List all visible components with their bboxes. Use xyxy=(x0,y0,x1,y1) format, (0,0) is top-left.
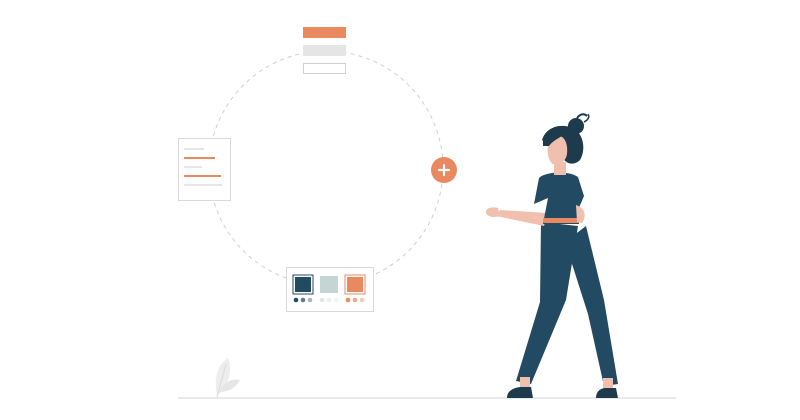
person-arm xyxy=(496,210,548,226)
dashed-orbit xyxy=(208,50,444,286)
layout-block-accent xyxy=(303,27,346,38)
layout-block-gray xyxy=(303,45,346,56)
add-button[interactable] xyxy=(431,157,457,183)
swatch-dots-navy xyxy=(293,297,313,303)
person-hair-front xyxy=(543,131,566,146)
person-ankle xyxy=(520,377,530,389)
document-icon xyxy=(178,138,231,201)
swatch-navy-outline xyxy=(292,274,314,295)
person-torso xyxy=(534,172,584,224)
person-face xyxy=(547,135,568,165)
swatch-dots-sage xyxy=(319,297,339,303)
person-neck xyxy=(554,162,566,175)
person-ankle xyxy=(603,378,613,390)
document-card xyxy=(178,138,231,201)
swatch-dots-accent xyxy=(345,297,365,303)
plus-icon xyxy=(437,163,451,177)
person-shoe xyxy=(507,387,533,398)
swatch-accent-outline xyxy=(344,274,366,295)
person-hair-strand xyxy=(583,113,590,123)
person-leg-front xyxy=(516,222,578,384)
swatch-sage xyxy=(320,276,338,293)
leaf-icon xyxy=(215,358,240,398)
person-back-hand xyxy=(576,205,585,223)
swatch-navy xyxy=(293,275,313,294)
color-palette-icon xyxy=(286,267,374,312)
person-shoe xyxy=(596,388,618,398)
person-hand xyxy=(485,207,500,217)
person-belt xyxy=(543,218,580,223)
layout-blocks-icon xyxy=(303,27,346,74)
person-leg-back xyxy=(565,226,618,386)
layout-block-outline xyxy=(303,63,346,74)
person-figure xyxy=(485,113,618,398)
swatch-accent xyxy=(345,275,365,294)
person-hair-strand xyxy=(576,113,588,119)
person-hair-bun xyxy=(568,118,584,134)
